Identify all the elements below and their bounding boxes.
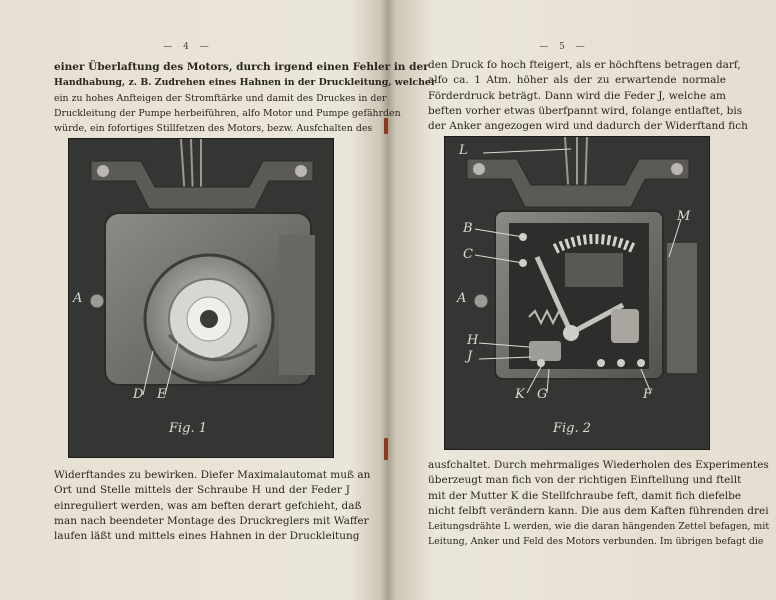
text-line: würde, ein fofortiges Stillfetzen des Mo… [54, 123, 373, 135]
text-line: Förderdruck beträgt. Dann wird die Feder… [428, 89, 726, 102]
figure-label-a: A [457, 291, 467, 306]
figure-label-h: H [467, 333, 479, 348]
text-line: man nach beendeter Montage des Druckregl… [54, 514, 369, 527]
figure-1-plate: Fig. 1 A D E [68, 138, 334, 458]
figure-2-plate: Fig. 2 L B C M A H J K G F [444, 136, 710, 450]
text-line: mit der Mutter K die Stellfchraube feft,… [428, 489, 742, 502]
left-bottom-paragraph: Widerftandes zu bewirken. Diefer Maximal… [54, 468, 371, 544]
text-line: nicht felbft verändern kann. Die aus dem… [428, 504, 769, 517]
figure-label-c: C [463, 247, 473, 262]
figure-label-f: F [643, 387, 653, 402]
right-page: — 5 — den Druck fo hoch fteigert, als er… [388, 0, 776, 600]
text-line: Druckleitung der Pumpe herbeiführen, alf… [54, 107, 401, 119]
binding-thread [384, 438, 388, 460]
text-line: der Anker angezogen wird und dadurch der… [428, 120, 748, 133]
left-page: — 4 — einer Überlaftung des Motors, durc… [54, 42, 436, 544]
text-line: den Druck fo hoch fteigert, als er höchf… [428, 59, 741, 71]
text-line: Leitung, Anker und Feld des Motors verbu… [428, 536, 764, 548]
right-top-paragraph: den Druck fo hoch fteigert, als er höchf… [428, 58, 748, 134]
text-line: überzeugt man fich von der richtigen Ein… [428, 474, 742, 487]
binding-thread [384, 118, 388, 134]
page-number: — 5 — [539, 42, 589, 52]
figure-label-d: D [133, 387, 144, 402]
figure-label-j: J [467, 349, 473, 364]
left-top-paragraph: einer Überlaftung des Motors, durch irge… [54, 60, 436, 136]
text-line: einreguliert werden, was am beften derar… [54, 499, 362, 512]
text-line: Leitungsdrähte L werden, wie die daran h… [428, 521, 770, 533]
figure-label-e: E [157, 387, 167, 402]
text-line: Ort und Stelle mittels der Schraube H un… [54, 484, 350, 497]
text-line: alfo ca. 1 Atm. höher als der zu erwarte… [428, 74, 726, 87]
figure-2-illustration [445, 137, 709, 449]
figure-label-g: G [537, 387, 548, 402]
figure-label-m: M [677, 209, 691, 224]
text-line: Handhabung, z. B. Zudrehen eines Hahnen … [54, 77, 436, 89]
text-line: ausfchaltet. Durch mehrmaliges Wiederhol… [428, 459, 769, 471]
figure-1-caption: Fig. 1 [169, 421, 208, 436]
text-line: beften vorher etwas überfpannt wird, fol… [428, 104, 743, 117]
text-line: ein zu hohes Anfteigen der Stromftärke u… [54, 92, 387, 104]
text-line: einer Überlaftung des Motors, durch irge… [54, 61, 429, 73]
figure-label-b: B [463, 221, 473, 236]
text-line: Widerftandes zu bewirken. Diefer Maximal… [54, 469, 371, 481]
text-line: laufen läßt und mittels eines Hahnen in … [54, 530, 360, 543]
figure-label-a: A [73, 291, 83, 306]
page-number: — 4 — [163, 42, 213, 52]
right-bottom-paragraph: ausfchaltet. Durch mehrmaliges Wiederhol… [428, 458, 770, 550]
figure-1-illustration [69, 139, 333, 457]
figure-label-l: L [459, 143, 468, 158]
figure-2-caption: Fig. 2 [553, 421, 592, 436]
figure-label-k: K [515, 387, 525, 402]
